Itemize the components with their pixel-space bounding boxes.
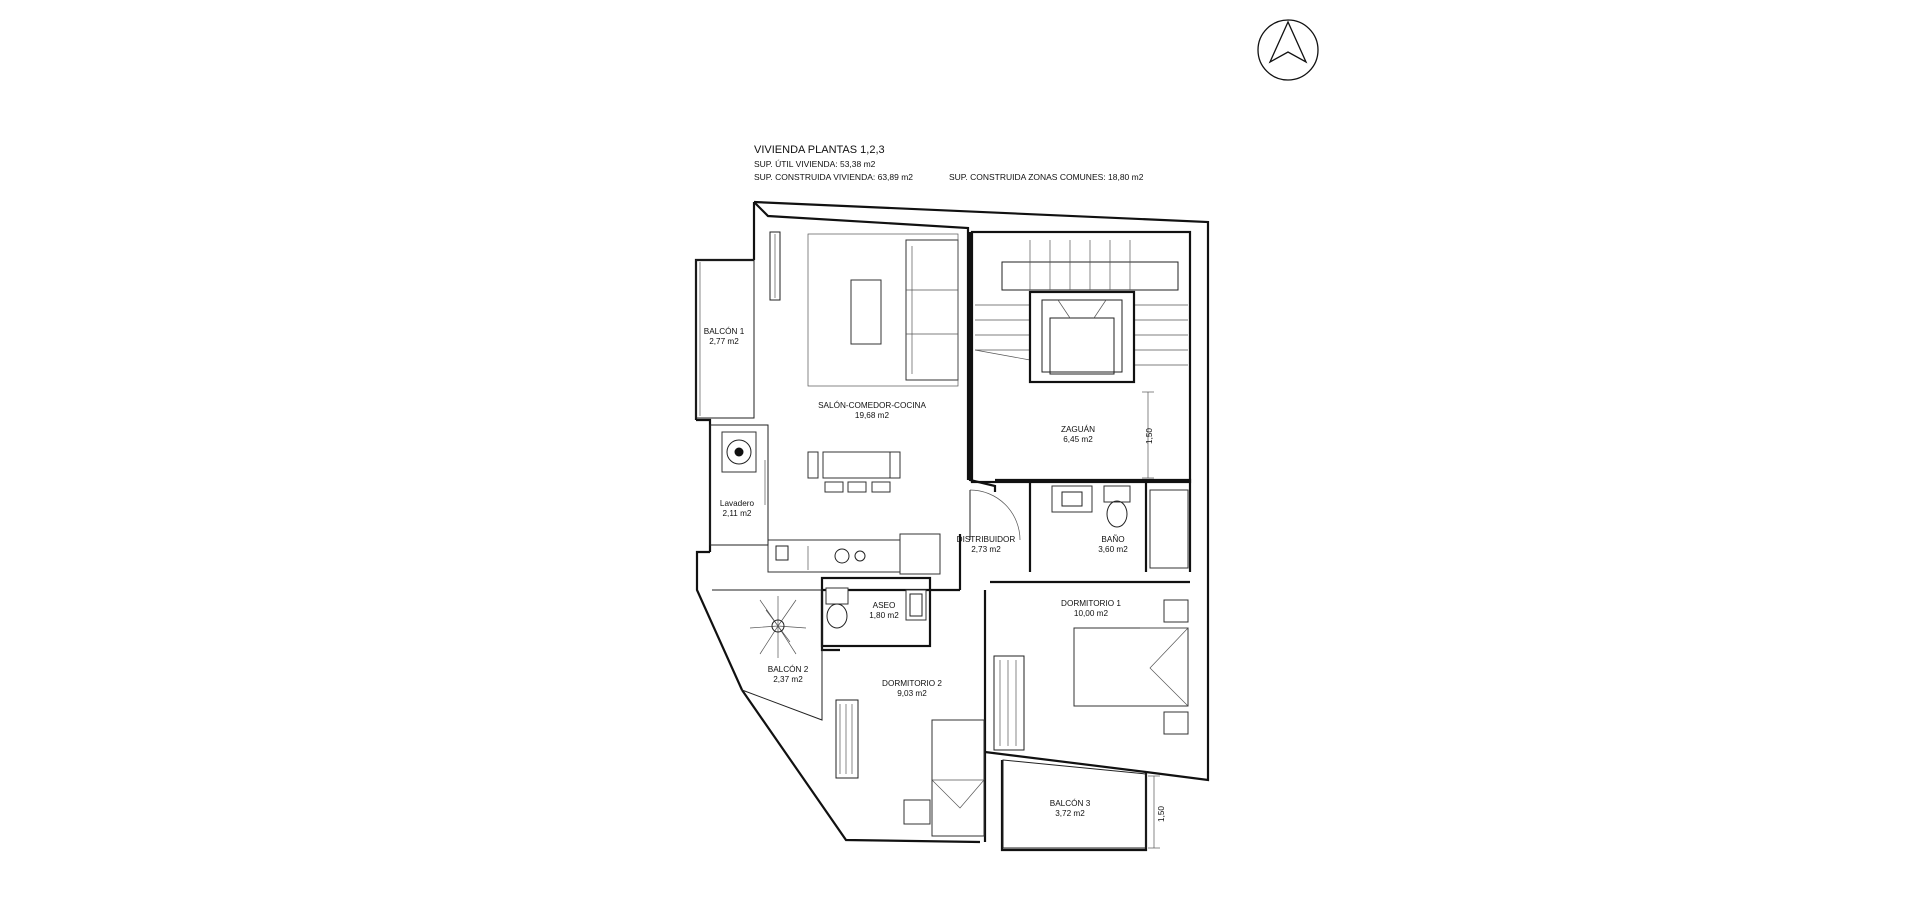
room-area: 2,77 m2 (709, 337, 739, 346)
room-balcon-3: BALCÓN 3 3,72 m2 (1050, 798, 1091, 818)
bathroom-fixtures (1051, 485, 1189, 569)
room-name: DORMITORIO 2 (882, 679, 942, 688)
elevator (1028, 290, 1136, 384)
room-balcon-1: BALCÓN 1 2,77 m2 (704, 326, 745, 346)
room-distribuidor: DISTRIBUIDOR 2,73 m2 (957, 535, 1016, 554)
balcony-1 (695, 259, 755, 419)
room-name: DISTRIBUIDOR (957, 535, 1016, 544)
room-name: BAÑO (1101, 534, 1124, 544)
built-area-line: SUP. CONSTRUIDA VIVIENDA: 63,89 m2 (754, 172, 913, 182)
room-area: 2,37 m2 (773, 675, 803, 684)
staircase (974, 240, 1188, 366)
laundry-room (709, 424, 769, 546)
room-aseo: ASEO 1,80 m2 (869, 601, 899, 620)
internal-walls (820, 232, 1192, 842)
dimension-label-1: 1,50 (1145, 428, 1154, 444)
room-name: ASEO (873, 601, 896, 610)
room-zaguan: ZAGUÁN 6,45 m2 (1061, 424, 1095, 444)
room-name: Lavadero (720, 499, 755, 508)
balcony-2 (712, 589, 823, 721)
room-lavadero: Lavadero 2,11 m2 (720, 499, 755, 518)
balcony-3 (1002, 759, 1147, 849)
dimension-zaguan: 1,50 (1142, 391, 1154, 479)
room-area: 3,72 m2 (1055, 809, 1085, 818)
room-area: 2,73 m2 (971, 545, 1001, 554)
north-arrow-icon (1257, 19, 1319, 81)
dining-table (807, 451, 901, 493)
door-swing (969, 489, 1021, 541)
coffee-table (850, 279, 882, 345)
bedroom-2-furniture (835, 699, 985, 837)
plant-icon (749, 596, 807, 658)
room-area: 10,00 m2 (1074, 609, 1109, 618)
dimension-label-2: 1,50 (1157, 806, 1166, 822)
rug (807, 233, 959, 387)
room-name: BALCÓN 1 (704, 326, 745, 336)
room-dormitorio-2: DORMITORIO 2 9,03 m2 (882, 679, 942, 698)
room-area: 19,68 m2 (855, 411, 890, 420)
room-area: 2,11 m2 (723, 509, 752, 518)
plan-header: VIVIENDA PLANTAS 1,2,3 SUP. ÚTIL VIVIEND… (754, 144, 1144, 182)
room-area: 1,80 m2 (869, 611, 899, 620)
sofa (905, 239, 959, 381)
room-bano: BAÑO 3,60 m2 (1098, 534, 1128, 554)
kitchen-counter (767, 533, 941, 575)
common-area-line: SUP. CONSTRUIDA ZONAS COMUNES: 18,80 m2 (949, 172, 1144, 182)
useful-area-line: SUP. ÚTIL VIVIENDA: 53,38 m2 (754, 159, 876, 169)
room-salon-comedor-cocina: SALÓN-COMEDOR-COCINA 19,68 m2 (818, 400, 926, 420)
room-name: BALCÓN 3 (1050, 798, 1091, 808)
room-name: BALCÓN 2 (768, 664, 809, 674)
room-balcon-2: BALCÓN 2 2,37 m2 (768, 664, 809, 684)
living-window (769, 231, 781, 301)
room-name: DORMITORIO 1 (1061, 599, 1121, 608)
room-area: 6,45 m2 (1063, 435, 1093, 444)
plan-title: VIVIENDA PLANTAS 1,2,3 (754, 144, 885, 156)
room-area: 9,03 m2 (897, 689, 927, 698)
room-area: 3,60 m2 (1098, 545, 1128, 554)
room-name: ZAGUÁN (1061, 424, 1095, 434)
room-dormitorio-1: DORMITORIO 1 10,00 m2 (1061, 599, 1121, 618)
room-name: SALÓN-COMEDOR-COCINA (818, 400, 926, 410)
dimension-balcony-3: 1,50 (1148, 775, 1166, 849)
stair-lift-block (970, 230, 1192, 484)
bedroom-1-furniture (993, 599, 1189, 751)
